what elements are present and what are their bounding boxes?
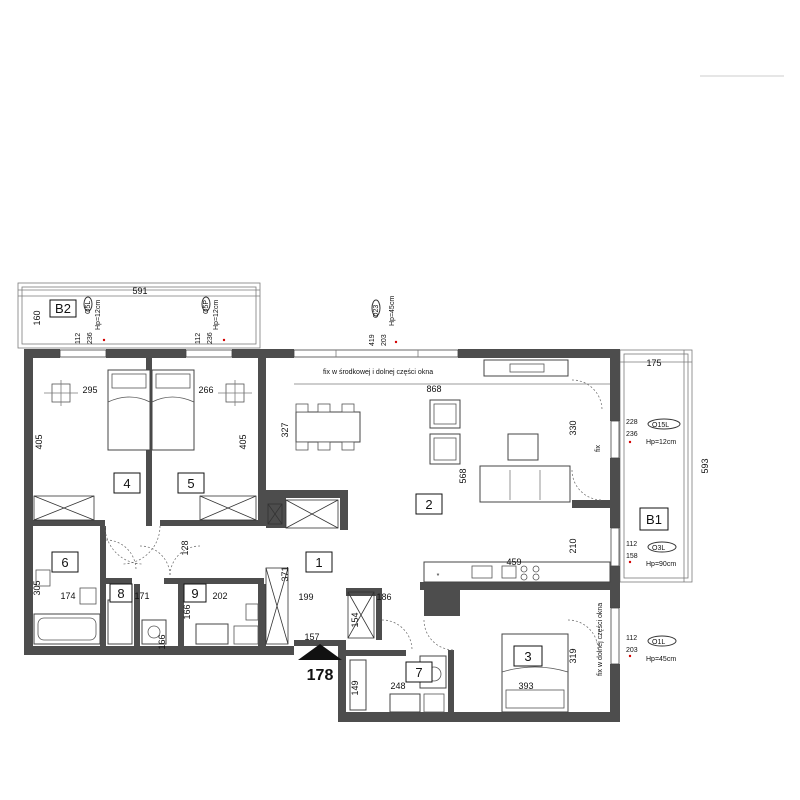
balcony-b2: B2	[17, 282, 261, 349]
notes: fix w środkowej i dolnej części okna fix…	[323, 369, 604, 676]
room-7-label: 7	[415, 665, 422, 680]
window-o15l-hp: Hp=12cm	[646, 439, 676, 446]
dim-405-a: 405	[34, 434, 44, 449]
dim-305: 305	[32, 580, 42, 595]
window-o15l-code: O15L	[652, 422, 669, 429]
window-o5p-tag: O5P Hp=12cm 112 236	[195, 296, 226, 344]
dim-174: 174	[60, 591, 75, 601]
window-o5p-w: 112	[195, 333, 202, 344]
balcony-b2-label: B2	[55, 301, 71, 316]
dim-210: 210	[568, 538, 578, 553]
bedroom-4-furniture	[44, 369, 151, 451]
window-o5l-h: 236	[87, 332, 94, 344]
dim-128: 128	[180, 540, 190, 555]
dim-591: 591	[132, 286, 147, 296]
note-fix-mid: fix w środkowej i dolnej części okna	[323, 369, 433, 376]
window-o5p-h: 236	[207, 332, 214, 344]
svg-text:*: *	[437, 573, 440, 580]
window-annotations: O5L Hp=12cm 112 236 O5P Hp=12cm 112 236 …	[75, 296, 681, 663]
room-3-furniture	[501, 633, 569, 713]
window-o5l-hp: Hp=12cm	[95, 300, 102, 330]
dim-202: 202	[212, 591, 227, 601]
dim-295: 295	[82, 385, 97, 395]
window-o23-w: 419	[369, 334, 376, 346]
window-o15l-h: 236	[626, 431, 638, 438]
dim-593: 593	[700, 458, 710, 473]
window-o3l-w: 112	[626, 541, 637, 548]
window-o5p-code: O5P	[203, 300, 210, 314]
dim-149: 149	[350, 680, 360, 695]
balcony-b2-label-box	[49, 299, 77, 318]
dim-405-b: 405	[238, 434, 248, 449]
dim-157: 157	[304, 632, 319, 642]
window-o3l-code: O3L	[652, 545, 665, 552]
room-5-label: 5	[187, 476, 194, 491]
bathroom-fixtures	[33, 569, 447, 713]
window-o5l-code: O5L	[85, 301, 92, 314]
window-o15l-w: 228	[626, 419, 638, 426]
door-swings	[104, 379, 603, 651]
room-2-label: 2	[425, 497, 432, 512]
dim-175: 175	[646, 358, 661, 368]
entrance-arrow-icon	[298, 644, 342, 660]
room-labels: 1 2 3 4 5 6 7 8 9	[51, 472, 543, 683]
dim-154: 154	[350, 612, 360, 627]
balcony-b1-label: B1	[646, 512, 662, 527]
room-3-label: 3	[524, 649, 531, 664]
balcony-b1: B1	[619, 349, 693, 583]
walls	[24, 349, 620, 722]
room-8-label: 8	[117, 586, 124, 601]
dim-171: 171	[134, 591, 149, 601]
window-o5l-w: 112	[75, 333, 82, 344]
window-o1l-tag: 112 203 O1L Hp=45cm	[626, 635, 677, 663]
window-o23-h: 203	[381, 334, 388, 346]
dim-199: 199	[298, 592, 313, 602]
entrance-marker: 178	[298, 644, 342, 684]
dim-393: 393	[518, 681, 533, 691]
window-o1l-h: 203	[626, 647, 638, 654]
dim-186: 186	[376, 592, 391, 602]
note-fix-low: fix w dolnej części okna	[597, 603, 604, 676]
balcony-b1-label-box	[639, 507, 669, 531]
window-o3l-tag: 112 158 O3L Hp=90cm	[626, 541, 677, 568]
window-o1l-code: O1L	[652, 639, 665, 646]
dim-568: 568	[458, 468, 468, 483]
dim-266: 266	[198, 385, 213, 395]
window-o1l-hp: Hp=45cm	[646, 656, 676, 663]
window-o5p-hp: Hp=12cm	[213, 300, 220, 330]
dim-330: 330	[568, 420, 578, 435]
room-6-label: 6	[61, 555, 68, 570]
dim-868: 868	[426, 384, 441, 394]
window-o3l-hp: Hp=90cm	[646, 561, 676, 568]
shafts	[33, 495, 375, 645]
window-o15l-tag: 228 236 O15L Hp=12cm	[626, 418, 681, 446]
dim-166-b: 166	[182, 604, 192, 619]
room-9-label: 9	[191, 586, 198, 601]
dim-166-a: 166	[157, 634, 167, 649]
bedroom-5-furniture	[151, 369, 252, 451]
room-4-label: 4	[123, 476, 130, 491]
dim-160: 160	[32, 310, 42, 325]
note-fix-short: fix	[595, 445, 602, 453]
window-o3l-h: 158	[626, 553, 638, 560]
dim-371: 371	[280, 566, 290, 581]
dim-248: 248	[390, 681, 405, 691]
window-o23-code: O23	[373, 305, 380, 318]
window-o23-hp: Hp=45cm	[389, 296, 396, 326]
dim-459: 459	[506, 557, 521, 567]
dim-327: 327	[280, 422, 290, 437]
window-o23-tag: O23 Hp=45cm 419 203	[369, 296, 398, 346]
window-o5l-tag: O5L Hp=12cm 112 236	[75, 296, 106, 344]
dimension-labels: 591 160 175 593 295 266 405 405 868 327 …	[18, 286, 710, 696]
living-room-furniture: *	[295, 359, 611, 583]
window-o1l-w: 112	[626, 635, 637, 642]
windows	[59, 349, 620, 665]
room-1-label: 1	[315, 555, 322, 570]
dim-319: 319	[568, 648, 578, 663]
entrance-label: 178	[307, 667, 334, 684]
